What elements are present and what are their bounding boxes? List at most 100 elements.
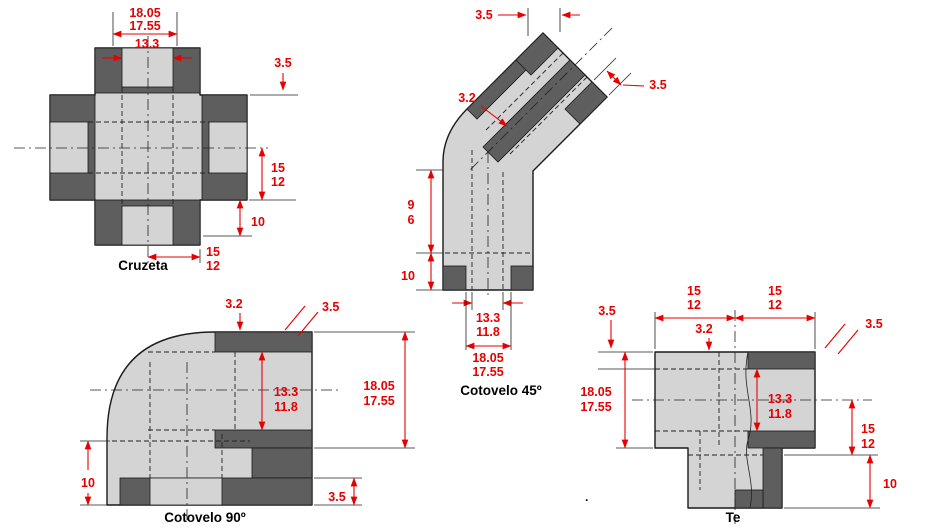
cruzeta-bottom-a: 15 bbox=[206, 245, 220, 259]
cotovelo90-dim-od: 18.05 17.55 bbox=[314, 331, 415, 449]
cruzeta-dim-wall: 3.5 bbox=[250, 56, 298, 96]
cotovelo45-figure: 3.5 3.5 3.2 9 6 10 bbox=[401, 8, 667, 398]
te-break-line bbox=[745, 351, 752, 509]
te-dim-branch: 15 12 bbox=[784, 399, 878, 456]
cruzeta-depth-dim: 10 bbox=[251, 215, 265, 229]
cruzeta-hidden-lines bbox=[88, 87, 209, 206]
cotovelo45-dim-end-wall: 3.5 bbox=[475, 8, 580, 36]
cruzeta-centerlines bbox=[14, 36, 268, 264]
te-label: Te bbox=[726, 510, 741, 525]
cotovelo90-corner-block bbox=[251, 447, 313, 479]
cotovelo45-dim-side-wall: 3.5 bbox=[593, 57, 667, 96]
cotovelo45-end-wall-dim: 3.5 bbox=[475, 8, 492, 22]
cotovelo45-socket-lower bbox=[564, 81, 608, 125]
cruzeta-bore-top bbox=[121, 47, 174, 88]
te-wall-dim: 3.2 bbox=[695, 322, 712, 336]
cotovelo45-dim-wall: 3.2 bbox=[458, 91, 508, 127]
cotovelo45-socket-bottom-right bbox=[510, 265, 534, 291]
te-right-a: 15 bbox=[768, 284, 782, 298]
cotovelo90-wall-dim: 3.2 bbox=[225, 297, 242, 311]
cotovelo90-figure: 3.2 3.5 13.3 11.8 18.05 17.55 10 bbox=[80, 297, 415, 525]
te-socket-top-right bbox=[747, 351, 816, 370]
te-dim-bore: 13.3 11.8 bbox=[753, 368, 792, 432]
cotovelo45-od-a: 18.05 bbox=[472, 351, 503, 365]
cruzeta-bore-bottom bbox=[121, 205, 174, 246]
cruzeta-dim-od: 18.05 17.55 bbox=[112, 6, 178, 46]
cotovelo45-dim-od: 18.05 17.55 bbox=[465, 292, 512, 379]
cruzeta-dim-bore: 13.3 bbox=[102, 37, 192, 62]
cruzeta-dim-depth: 10 bbox=[203, 199, 265, 237]
cotovelo45-od-b: 17.55 bbox=[472, 365, 503, 379]
cotovelo90-depth-dim: 10 bbox=[81, 476, 95, 490]
cotovelo45-socket-upper bbox=[515, 32, 559, 76]
cotovelo45-bore-b: 11.8 bbox=[476, 325, 500, 339]
te-bore-a: 13.3 bbox=[768, 392, 792, 406]
cotovelo90-hidden-lines bbox=[112, 351, 250, 478]
cotovelo45-bore-a: 13.3 bbox=[476, 311, 500, 325]
cruzeta-dim-bottom: 15 12 bbox=[147, 245, 220, 273]
te-top-wall-dim: 3.5 bbox=[598, 304, 615, 318]
cruzeta-bottom-b: 12 bbox=[206, 259, 220, 273]
cotovelo90-dim-bore: 13.3 11.8 bbox=[258, 351, 298, 431]
cruzeta-ctf-b: 12 bbox=[271, 175, 285, 189]
te-branch-a: 15 bbox=[861, 422, 875, 436]
te-dim-depth: 10 bbox=[784, 454, 897, 509]
te-branch-wall bbox=[762, 447, 783, 509]
cotovelo90-face-wall-dim: 3.5 bbox=[322, 300, 339, 314]
cruzeta-wall-dim: 3.5 bbox=[274, 56, 291, 70]
cruzeta-od-b: 17.55 bbox=[129, 19, 160, 33]
te-bore-b: 11.8 bbox=[768, 407, 792, 421]
cotovelo90-centerlines bbox=[90, 362, 340, 522]
stray-period-mark: . bbox=[585, 490, 588, 504]
cotovelo45-wall-dim: 3.2 bbox=[458, 91, 475, 105]
cotovelo90-bottom-wall-dim: 3.5 bbox=[328, 490, 345, 504]
cotovelo90-od-a: 18.05 bbox=[363, 379, 394, 393]
cruzeta-label: Cruzeta bbox=[118, 258, 168, 273]
cotovelo90-dim-bottom-wall: 3.5 bbox=[314, 477, 362, 506]
cotovelo90-od-b: 17.55 bbox=[363, 394, 394, 408]
te-left-a: 15 bbox=[687, 284, 701, 298]
te-left-b: 12 bbox=[687, 298, 701, 312]
cotovelo45-side-wall-dim: 3.5 bbox=[649, 78, 666, 92]
cotovelo45-centerlines bbox=[469, 27, 613, 298]
te-branch-socket bbox=[734, 489, 764, 509]
cotovelo90-label: Cotovelo 90º bbox=[164, 510, 246, 525]
cruzeta-dim-center-to-face: 15 12 bbox=[249, 147, 296, 201]
cruzeta-ctf-a: 15 bbox=[271, 161, 285, 175]
te-od-a: 18.05 bbox=[580, 385, 611, 399]
cotovelo90-socket-top bbox=[214, 331, 313, 353]
cotovelo45-wall-inner bbox=[482, 59, 586, 163]
te-centerlines bbox=[632, 310, 872, 524]
te-od-b: 17.55 bbox=[580, 400, 611, 414]
cotovelo90-bore-bottom bbox=[149, 477, 223, 506]
cotovelo90-bore-a: 13.3 bbox=[274, 385, 298, 399]
cotovelo90-dim-wall: 3.2 bbox=[225, 297, 244, 331]
te-socket-bottom-right bbox=[747, 430, 816, 449]
te-right-b: 12 bbox=[768, 298, 782, 312]
cruzeta-od-a: 18.05 bbox=[129, 6, 160, 20]
cotovelo45-dim-bore: 13.3 11.8 bbox=[452, 292, 523, 339]
cotovelo45-h-b: 6 bbox=[408, 213, 415, 227]
te-dim-corner-wall: 3.5 bbox=[824, 317, 883, 355]
cruzeta-bore-right bbox=[208, 121, 248, 174]
te-dim-left-run: 15 12 bbox=[654, 284, 736, 349]
te-branch-b: 12 bbox=[861, 437, 875, 451]
cotovelo45-dim-depth: 10 bbox=[401, 252, 443, 291]
cotovelo90-socket-mid bbox=[214, 429, 313, 449]
te-dim-wall: 3.2 bbox=[695, 322, 713, 351]
cotovelo90-dim-depth: 10 bbox=[80, 440, 110, 506]
cotovelo45-dim-height: 9 6 bbox=[408, 169, 443, 254]
cotovelo90-bore-b: 11.8 bbox=[274, 400, 298, 414]
te-dim-top-wall: 3.5 bbox=[598, 304, 655, 370]
cruzeta-figure: 18.05 17.55 13.3 3.5 15 12 10 15 bbox=[14, 6, 298, 273]
cruzeta-bore-dim: 13.3 bbox=[135, 37, 159, 51]
te-dim-od: 18.05 17.55 bbox=[580, 351, 653, 449]
te-dim-right-run: 15 12 bbox=[734, 284, 816, 349]
te-figure: 15 12 15 12 3.5 3.2 3.5 18.05 17 bbox=[580, 284, 897, 525]
cotovelo45-socket-bottom-left bbox=[442, 265, 467, 291]
cruzeta-bore-left bbox=[49, 121, 89, 174]
cotovelo45-label: Cotovelo 45º bbox=[460, 383, 542, 398]
cotovelo45-depth-dim: 10 bbox=[401, 269, 415, 283]
